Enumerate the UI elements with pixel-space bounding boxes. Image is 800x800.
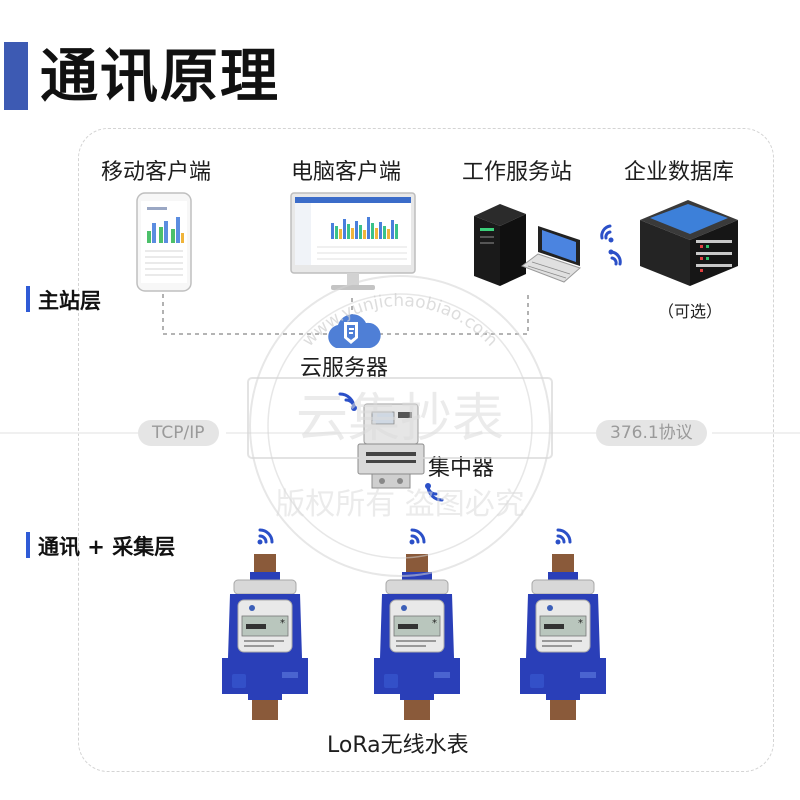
water-meter-icon: * (222, 528, 308, 720)
water-meter-icon: * (374, 528, 460, 720)
enterprise-db-label: 企业数据库 (624, 160, 735, 185)
cloud-server-label: 云服务器 (300, 356, 389, 381)
comm-layer-bar (26, 532, 30, 558)
concentrator-icon (357, 403, 425, 489)
master-layer-bar (26, 286, 30, 312)
work-server-label: 工作服务站 (462, 160, 573, 185)
watermark-url: www.yunjichaobiao.com (298, 291, 501, 351)
monitor-icon (290, 192, 416, 290)
cloud-server-icon (328, 314, 381, 348)
database-optional-note: （可选） (658, 302, 723, 321)
concentrator-downlink-signal-icon (425, 483, 444, 502)
water-meter: * (374, 520, 460, 726)
title-accent-bar (4, 42, 28, 110)
database-icon (640, 200, 738, 286)
water-meter: * (520, 520, 606, 726)
mobile-client-label: 移动客户端 (101, 160, 212, 185)
svg-text:*: * (432, 618, 437, 629)
lora-meters-label: LoRa无线水表 (327, 733, 469, 758)
diagram-panel (78, 128, 774, 772)
wireless-signal-icon (600, 224, 622, 266)
meter-signal-icon (257, 528, 274, 545)
page-title: 通讯原理 (40, 42, 281, 110)
meter-signal-icon (555, 528, 572, 545)
watermark-seal: www.yunjichaobiao.com 云集抄表 版权所有 盗图必究 (247, 275, 553, 577)
water-meter-icon: * (520, 528, 606, 720)
meter-signal-icon (409, 528, 426, 545)
svg-text:*: * (280, 618, 285, 629)
pc-client-label: 电脑客户端 (291, 160, 402, 185)
comm-layer-label: 通讯 + 采集层 (38, 535, 176, 559)
concentrator-uplink-signal-icon (338, 392, 357, 411)
master-layer-label: 主站层 (38, 289, 101, 313)
tcpip-protocol-pill: TCP/IP (138, 420, 219, 446)
phone-icon (136, 192, 192, 292)
water-meter: * (222, 520, 308, 726)
svg-text:*: * (578, 618, 583, 629)
concentrator-label: 集中器 (428, 456, 495, 481)
watermark-sub: 版权所有 盗图必究 (275, 487, 525, 522)
workstation-icon (474, 204, 581, 286)
watermark-main: 云集抄表 (296, 389, 504, 449)
protocol-376-pill: 376.1协议 (596, 420, 707, 446)
